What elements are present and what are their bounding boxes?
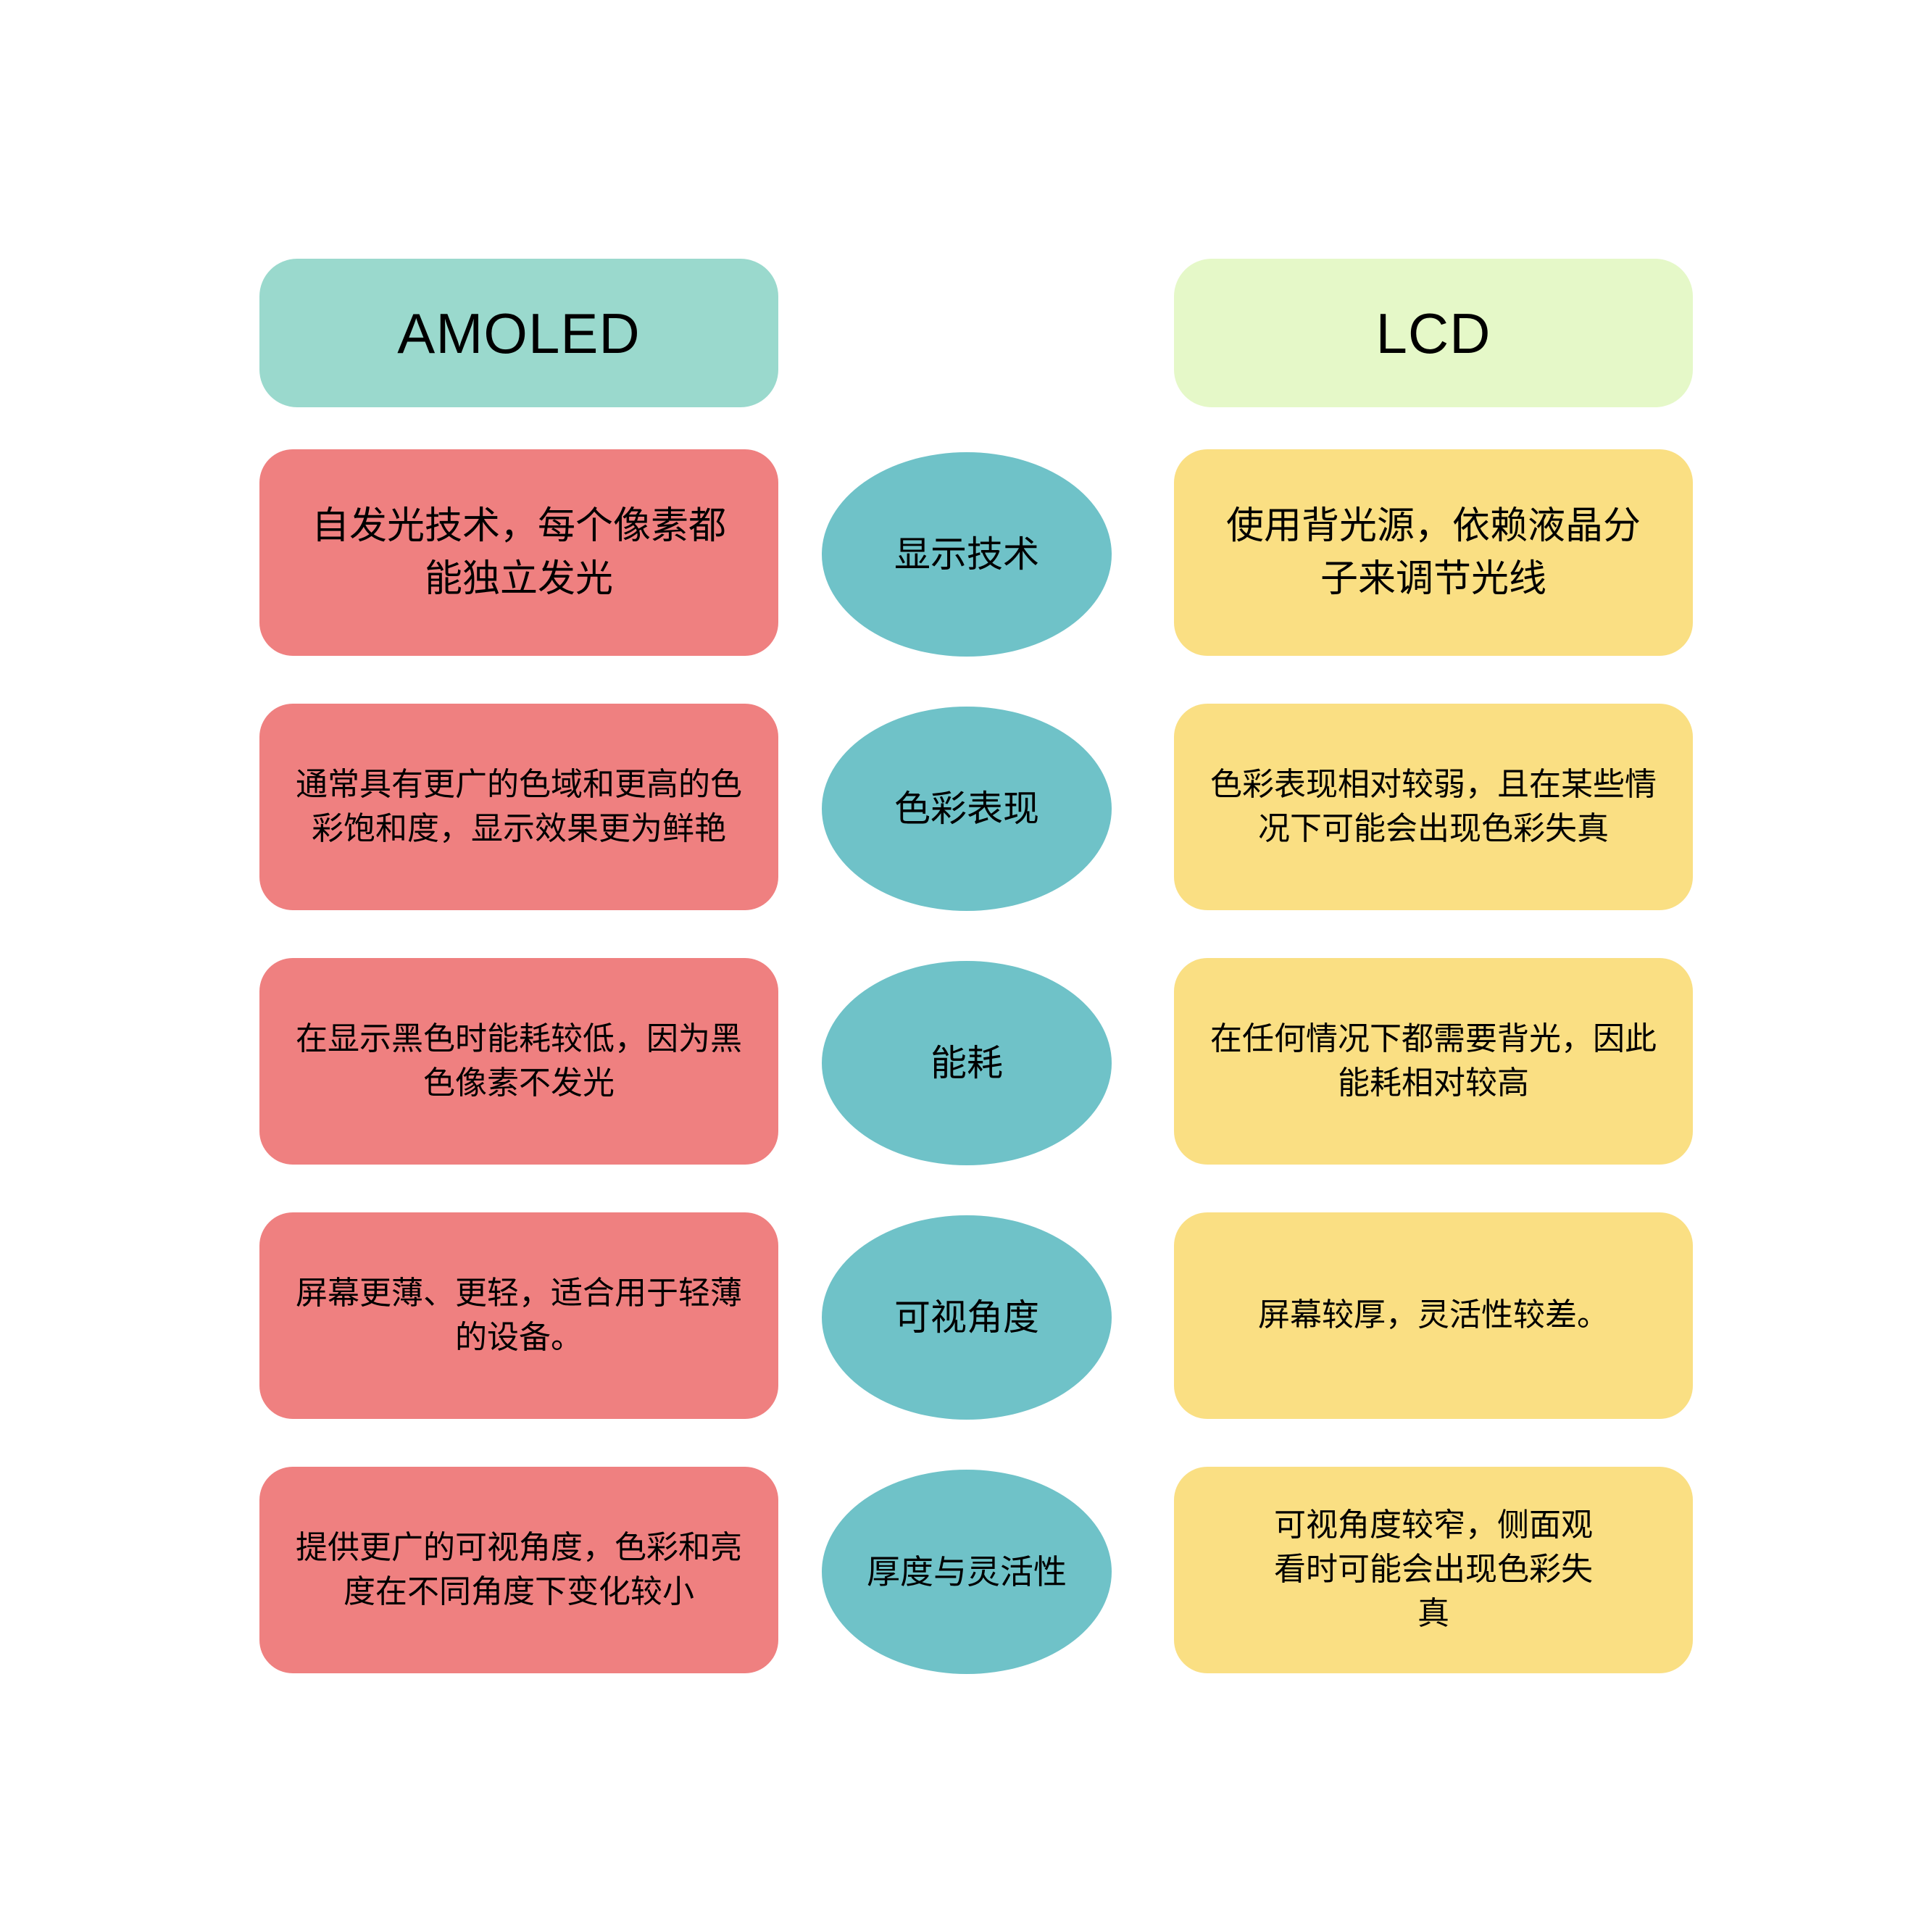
- aspect-ellipse-5[interactable]: 厚度与灵活性: [822, 1470, 1112, 1674]
- header-row: AMOLED LCD: [0, 259, 1932, 407]
- comparison-row: 屏幕更薄、更轻，适合用于轻薄 的设备。 可视角度 屏幕较厚，灵活性较差。: [0, 1212, 1932, 1467]
- lcd-card-text-3: 在任何情况下都需要背光，因此 能耗相对较高: [1210, 1020, 1657, 1101]
- lcd-card-text-2: 色彩表现相对较弱，且在某些情 况下可能会出现色彩失真: [1210, 766, 1657, 846]
- amoled-card-5[interactable]: 提供更广的可视角度，色彩和亮 度在不同角度下变化较小: [259, 1467, 778, 1673]
- lcd-card-2[interactable]: 色彩表现相对较弱，且在某些情 况下可能会出现色彩失真: [1174, 704, 1693, 910]
- lcd-card-3[interactable]: 在任何情况下都需要背光，因此 能耗相对较高: [1174, 958, 1693, 1165]
- amoled-card-2[interactable]: 通常具有更广的色域和更高的色 彩饱和度，显示效果更为鲜艳: [259, 704, 778, 910]
- aspect-ellipse-3[interactable]: 能耗: [822, 961, 1112, 1165]
- amoled-card-text-5: 提供更广的可视角度，色彩和亮 度在不同角度下变化较小: [296, 1529, 742, 1610]
- amoled-card-1[interactable]: 自发光技术，每个像素都 能独立发光: [259, 449, 778, 656]
- aspect-label-4: 可视角度: [894, 1297, 1039, 1338]
- lcd-card-text-1: 使用背光源，依赖液晶分 子来调节光线: [1225, 504, 1641, 600]
- header-card-amoled[interactable]: AMOLED: [259, 259, 778, 407]
- header-card-lcd[interactable]: LCD: [1174, 259, 1693, 407]
- lcd-card-1[interactable]: 使用背光源，依赖液晶分 子来调节光线: [1174, 449, 1693, 656]
- amoled-card-text-2: 通常具有更广的色域和更高的色 彩饱和度，显示效果更为鲜艳: [296, 766, 742, 846]
- header-label-amoled: AMOLED: [397, 301, 641, 365]
- aspect-ellipse-2[interactable]: 色彩表现: [822, 707, 1112, 911]
- comparison-row: 提供更广的可视角度，色彩和亮 度在不同角度下变化较小 厚度与灵活性 可视角度较窄…: [0, 1467, 1932, 1721]
- comparison-rows: 自发光技术，每个像素都 能独立发光 显示技术 使用背光源，依赖液晶分 子来调节光…: [0, 449, 1932, 1721]
- aspect-label-2: 色彩表现: [894, 788, 1039, 829]
- amoled-card-3[interactable]: 在显示黑色时能耗较低，因为黑 色像素不发光: [259, 958, 778, 1165]
- aspect-ellipse-1[interactable]: 显示技术: [822, 452, 1112, 657]
- lcd-card-5[interactable]: 可视角度较窄，侧面观 看时可能会出现色彩失 真: [1174, 1467, 1693, 1673]
- aspect-label-1: 显示技术: [894, 534, 1039, 575]
- comparison-row: 通常具有更广的色域和更高的色 彩饱和度，显示效果更为鲜艳 色彩表现 色彩表现相对…: [0, 704, 1932, 958]
- amoled-card-4[interactable]: 屏幕更薄、更轻，适合用于轻薄 的设备。: [259, 1212, 778, 1419]
- lcd-card-text-4: 屏幕较厚，灵活性较差。: [1258, 1297, 1609, 1333]
- comparison-row: 自发光技术，每个像素都 能独立发光 显示技术 使用背光源，依赖液晶分 子来调节光…: [0, 449, 1932, 704]
- aspect-label-3: 能耗: [930, 1043, 1003, 1083]
- amoled-card-text-4: 屏幕更薄、更轻，适合用于轻薄 的设备。: [296, 1275, 742, 1355]
- comparison-row: 在显示黑色时能耗较低，因为黑 色像素不发光 能耗 在任何情况下都需要背光，因此 …: [0, 958, 1932, 1212]
- amoled-card-text-3: 在显示黑色时能耗较低，因为黑 色像素不发光: [296, 1020, 742, 1101]
- lcd-card-4[interactable]: 屏幕较厚，灵活性较差。: [1174, 1212, 1693, 1419]
- amoled-card-text-1: 自发光技术，每个像素都 能独立发光: [311, 504, 726, 600]
- aspect-ellipse-4[interactable]: 可视角度: [822, 1215, 1112, 1420]
- lcd-card-text-5: 可视角度较窄，侧面观 看时可能会出现色彩失 真: [1274, 1507, 1593, 1631]
- header-label-lcd: LCD: [1375, 301, 1491, 365]
- aspect-label-5: 厚度与灵活性: [867, 1553, 1067, 1591]
